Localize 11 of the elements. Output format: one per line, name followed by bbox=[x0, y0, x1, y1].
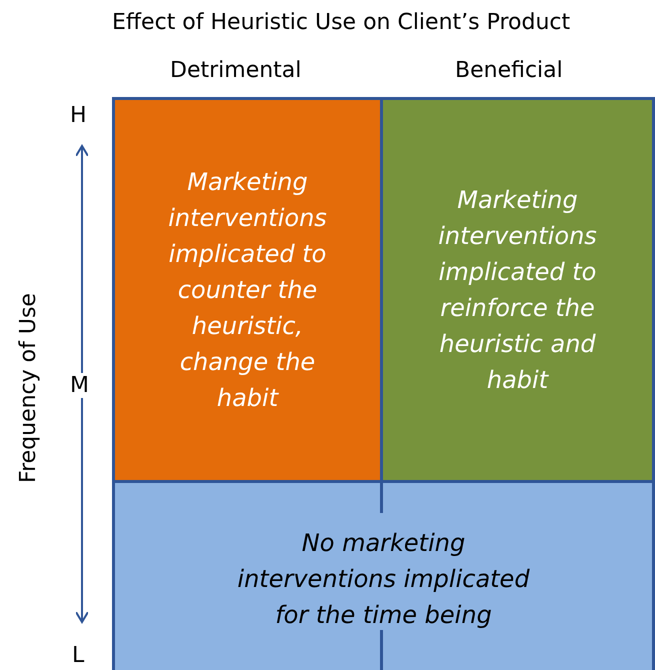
matrix-cell bbox=[112, 97, 383, 483]
axis-title: Frequency of Use bbox=[16, 293, 41, 483]
column-header: Detrimental bbox=[170, 58, 302, 83]
axis-tick-label: M bbox=[70, 373, 89, 398]
matrix-cell bbox=[112, 480, 655, 670]
cell-text: No marketing interventions implicated for the time being bbox=[236, 528, 531, 631]
column-header: Beneficial bbox=[455, 58, 563, 83]
cell-text: Marketing interventions implicated to counter the heuristic, change the habit bbox=[167, 167, 328, 414]
cell-text: Marketing interventions implicated to reinforce the heuristic and habit bbox=[437, 185, 598, 396]
chart-title: Effect of Heuristic Use on Client’s Product bbox=[112, 10, 570, 35]
matrix-cell bbox=[380, 97, 655, 483]
